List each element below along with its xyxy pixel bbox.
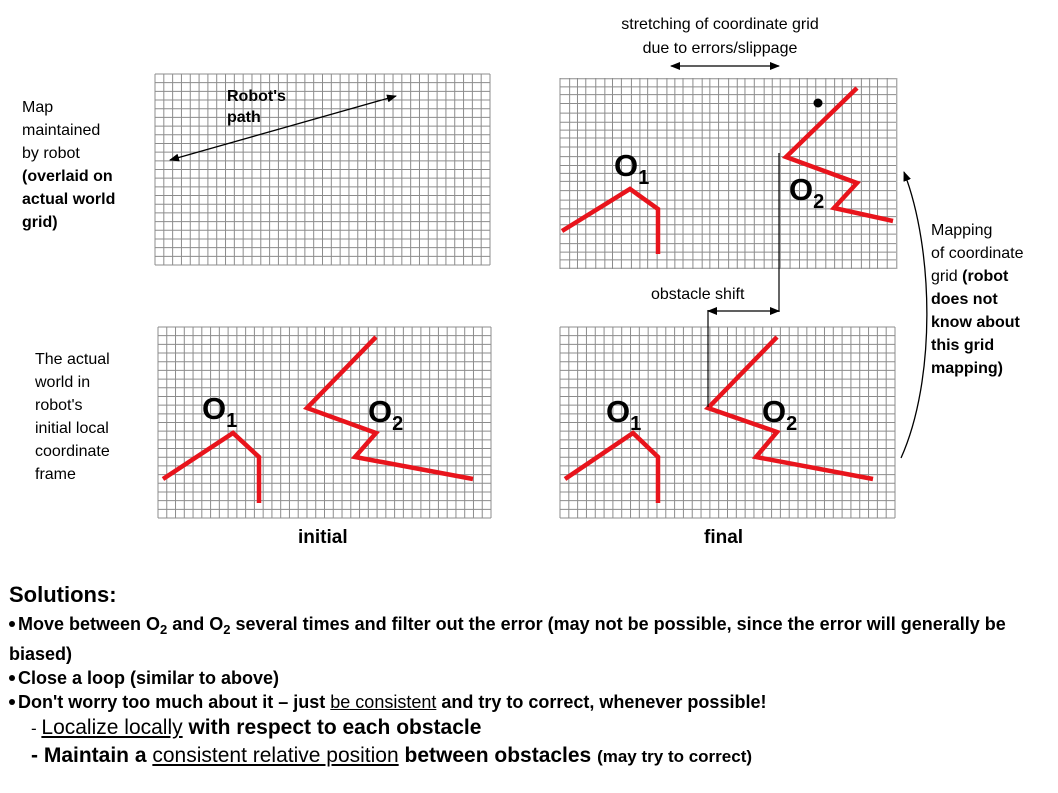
o1-label-initial: O1 — [202, 391, 238, 432]
grid-top-left — [154, 73, 491, 266]
solution-bullet-1: Move between O2 and O2 several times and… — [9, 614, 1006, 664]
obstacle-1-final — [563, 430, 661, 503]
obstacle-shift-label: obstacle shift — [651, 286, 745, 303]
obstacle-1-initial — [161, 430, 262, 503]
bullet-dot — [9, 621, 15, 627]
solution-sub-1: - Localize locally with respect to each … — [31, 716, 482, 739]
solutions-title: Solutions: — [9, 582, 117, 607]
stretching-label: stretching of coordinate grid due to err… — [621, 16, 819, 57]
grid-bottom-left — [157, 326, 492, 519]
actual-world-label: The actual world in robot's initial loca… — [35, 351, 110, 483]
map-label: Map maintained by robot (overlaid on act… — [22, 99, 116, 231]
caption-initial: initial — [298, 527, 348, 548]
mapping-curved-arrow — [900, 171, 928, 459]
solution-bullet-3: Don't worry too much about it – just be … — [9, 690, 1054, 714]
robots-path-label: Robot's path — [227, 88, 286, 126]
mapping-label: Mapping of coordinate grid (robot does n… — [931, 222, 1024, 377]
bullet-dot — [9, 675, 15, 681]
o2-label-initial: O2 — [368, 394, 404, 435]
o2-label-final: O2 — [762, 394, 798, 435]
caption-final: final — [704, 527, 744, 548]
bullet-dot — [9, 699, 15, 705]
solution-bullet-2: Close a loop (similar to above) — [9, 666, 1054, 690]
solutions-section: Solutions: Move between O2 and O2 severa… — [9, 582, 1054, 770]
o1-label-map: O1 — [614, 148, 650, 189]
obstacle-2-map — [781, 86, 894, 224]
grid-top-right — [559, 78, 898, 269]
robot-dot — [813, 98, 823, 108]
o2-label-map: O2 — [789, 172, 825, 213]
robots-path-arrow — [169, 94, 397, 162]
solution-sub-2: - Maintain a consistent relative positio… — [31, 744, 753, 767]
obstacle-1-map — [560, 186, 661, 254]
grid-bottom-right — [559, 326, 896, 519]
obstacle-2-initial — [302, 335, 474, 482]
o1-label-final: O1 — [606, 394, 642, 435]
obstacle-2-final — [703, 335, 874, 482]
